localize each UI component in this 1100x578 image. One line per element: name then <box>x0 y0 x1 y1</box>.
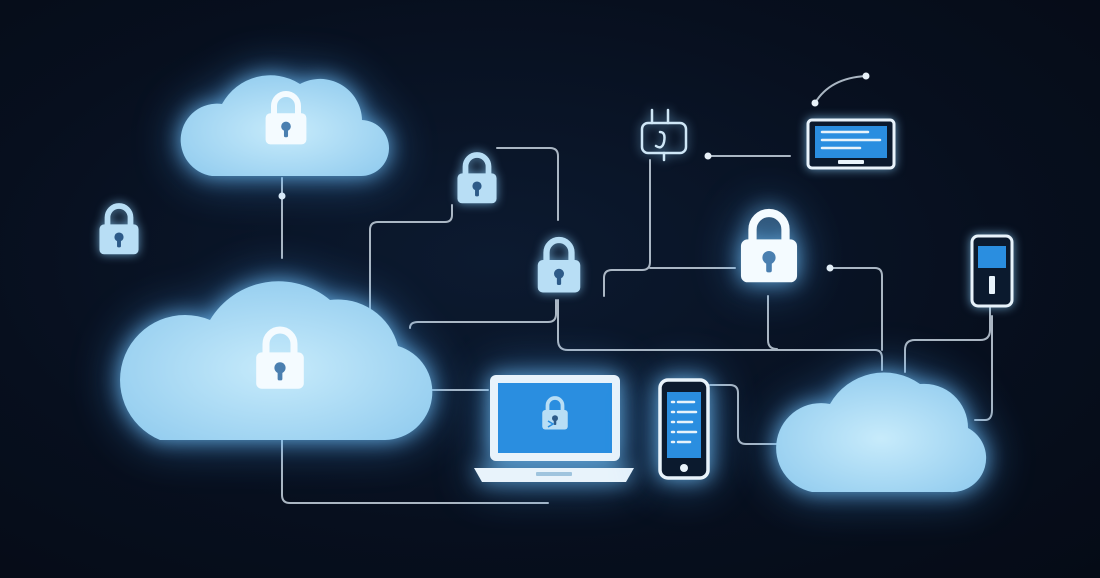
connector-main-cloud-bottom <box>281 439 549 504</box>
connector-dot <box>826 264 834 272</box>
connector-center-lock-down <box>557 299 883 371</box>
connector-dot <box>704 152 712 160</box>
smartphone-icon <box>658 378 710 480</box>
connector-right-line <box>829 267 883 351</box>
connector-dot <box>862 72 870 80</box>
connector-lock-to-cloud <box>496 147 559 221</box>
connector-main-cloud-up <box>369 204 453 319</box>
connector-dot <box>811 99 819 107</box>
cloud-icon <box>776 372 987 493</box>
connector-phone-to-right-cloud <box>904 307 991 373</box>
connector-big-lock-down <box>767 295 778 350</box>
connector-plug-down <box>603 159 651 297</box>
padlock-icon <box>457 155 496 203</box>
connector-monitor-curve <box>814 75 867 104</box>
connection-dots <box>278 72 870 272</box>
padlock-icon <box>538 240 581 293</box>
plug-icon <box>640 108 688 162</box>
monitor-icon <box>806 118 896 170</box>
connector-right-cloud-side <box>974 315 993 421</box>
connector-cloud-to-laptop <box>409 299 557 329</box>
smartphone-icon <box>970 234 1014 308</box>
padlock-icon <box>99 206 138 254</box>
play-icon <box>547 420 555 428</box>
padlock-icon <box>741 213 797 282</box>
connection-lines <box>281 75 993 504</box>
connector-phone-to-laptop <box>709 384 791 445</box>
connector-dot <box>278 192 286 200</box>
